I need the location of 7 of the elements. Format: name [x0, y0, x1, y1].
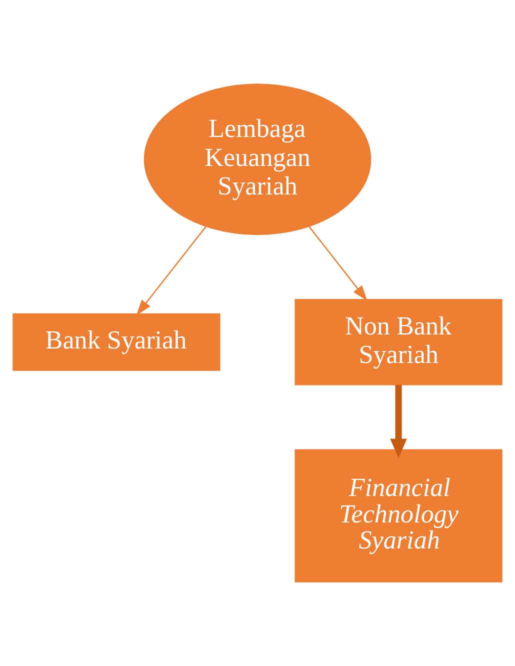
arrow: [308, 226, 368, 301]
node-box: Non Bank Syariah: [294, 299, 502, 386]
node-ellipse: Lembaga Keuangan Syariah: [144, 84, 372, 236]
arrow: [136, 226, 206, 316]
node-box: Bank Syariah: [12, 313, 220, 371]
arrow: [390, 384, 407, 458]
node-box: Financial Technology Syariah: [294, 449, 502, 582]
